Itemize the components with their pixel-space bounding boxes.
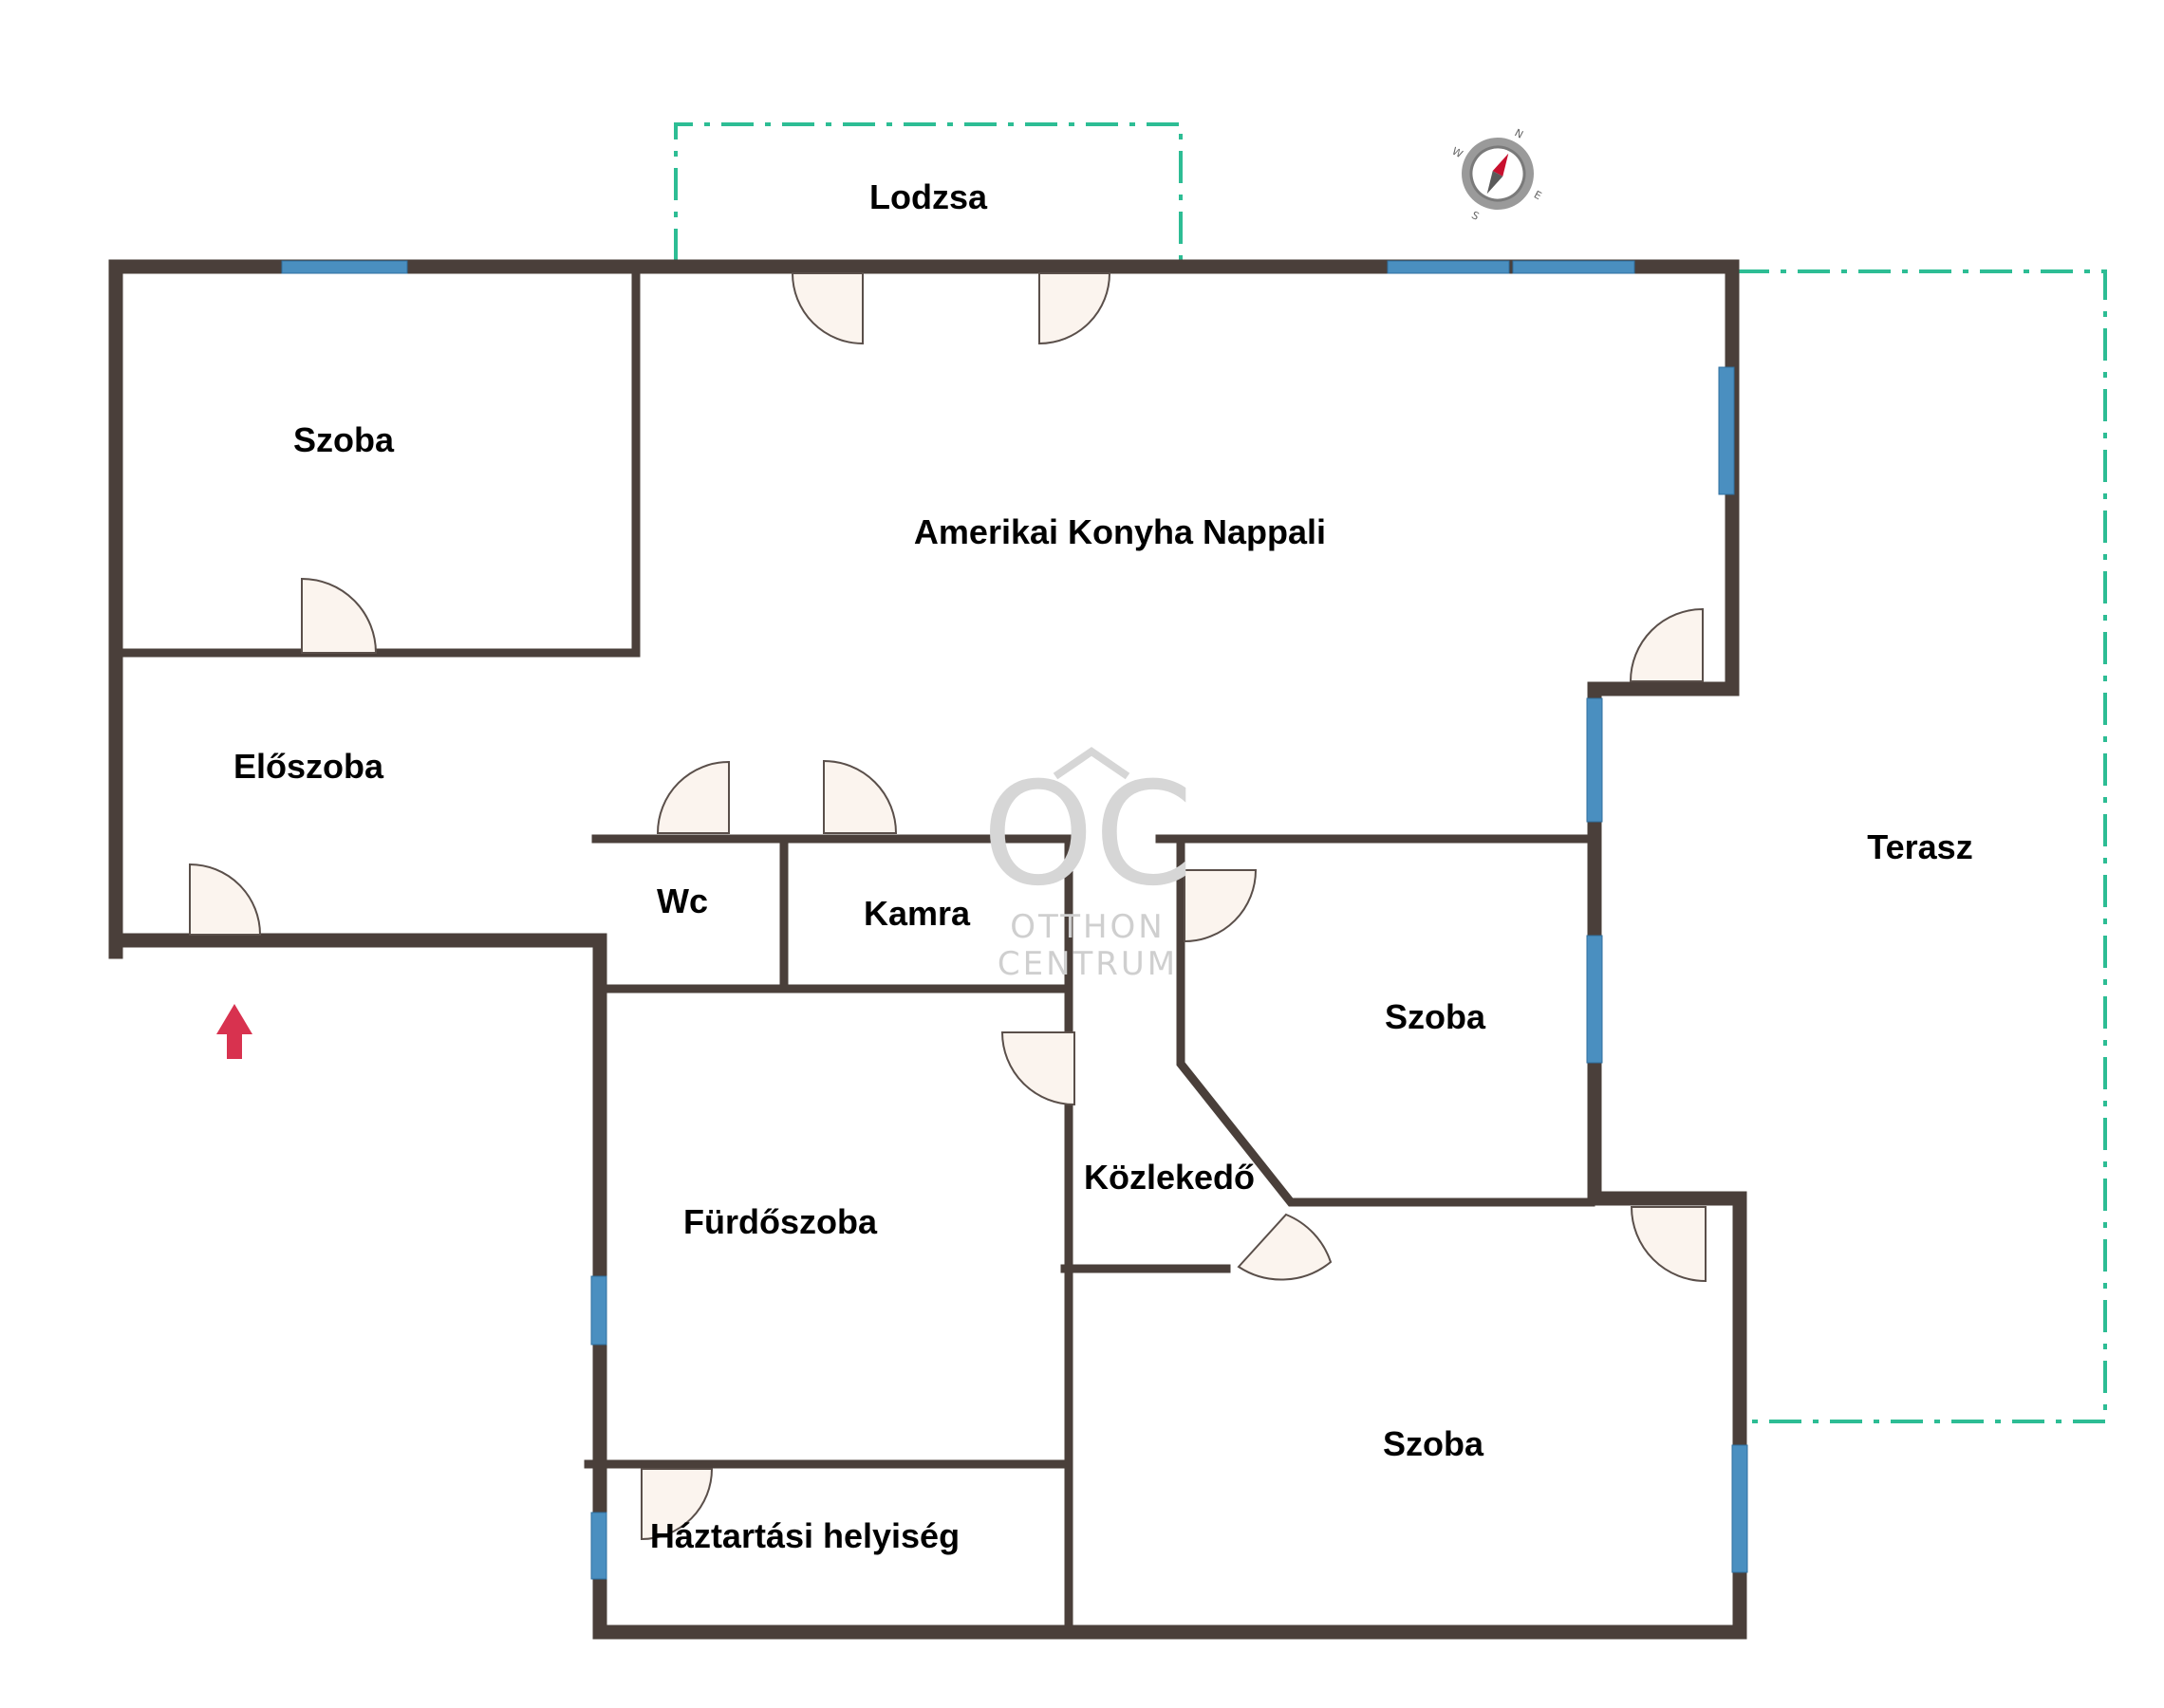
label-furdoszoba: Fürdőszoba <box>683 1202 878 1241</box>
compass-needle-south <box>1486 171 1503 195</box>
windows <box>281 260 1748 1580</box>
door-swing <box>1000 1031 1075 1106</box>
label-wc: Wc <box>657 882 708 920</box>
label-haztartasi: Háztartási helyiség <box>650 1516 960 1555</box>
door-swing <box>1237 1213 1333 1281</box>
watermark-roof-icon <box>1053 747 1130 780</box>
door-swing <box>656 760 730 834</box>
compass-e: E <box>1532 189 1543 203</box>
outer-wall-bath-west <box>592 933 1747 1640</box>
walls <box>108 259 1747 1640</box>
window <box>1718 366 1735 495</box>
wall-szoba-1 <box>117 268 641 658</box>
compass-n: N <box>1513 126 1525 140</box>
door-swing <box>301 577 378 654</box>
compass-w: W <box>1450 145 1465 161</box>
outer-wall-north-west <box>108 259 1740 959</box>
door-swing <box>641 1468 714 1541</box>
lodzsa-outline <box>674 122 1183 261</box>
label-eloszoba: Előszoba <box>233 747 384 786</box>
watermark-line-2: CENTRUM <box>998 945 1178 983</box>
label-kozlekedo: Közlekedő <box>1084 1158 1255 1197</box>
watermark-line-1: OTTHON <box>1010 908 1165 946</box>
label-lodzsa: Lodzsa <box>869 177 988 216</box>
window <box>281 260 408 274</box>
label-szoba-2: Szoba <box>1385 997 1486 1036</box>
window <box>1586 697 1603 823</box>
window <box>590 1512 607 1580</box>
outdoor-areas <box>674 122 2107 1423</box>
compass-needle-north <box>1492 153 1509 176</box>
door-swing <box>1038 272 1111 345</box>
wall-szoba-2-diag <box>1176 834 1595 1207</box>
room-labels: Lodzsa Szoba Amerikai Konyha Nappali Elő… <box>233 177 1973 1555</box>
wall-wc-kamra-top <box>591 834 1073 1637</box>
entrance-arrow-shape <box>216 1004 252 1059</box>
label-nappali: Amerikai Konyha Nappali <box>914 512 1326 551</box>
terasz-outline <box>1737 269 2107 1423</box>
watermark: OC OTTHON CENTRUM <box>982 747 1194 983</box>
label-szoba-3: Szoba <box>1383 1424 1484 1463</box>
window <box>1731 1444 1748 1573</box>
label-terasz: Terasz <box>1867 827 1972 866</box>
door-swing <box>1184 869 1258 943</box>
window <box>1512 260 1635 274</box>
door-swing <box>1630 1206 1707 1283</box>
window <box>1387 260 1510 274</box>
window <box>590 1275 607 1346</box>
label-szoba-1: Szoba <box>293 420 395 459</box>
doors <box>189 272 1707 1541</box>
door-swing <box>823 759 898 834</box>
door-swing <box>1629 607 1704 682</box>
door-swing <box>189 863 262 936</box>
door-swing <box>791 272 864 345</box>
window <box>1586 935 1603 1064</box>
compass-s: S <box>1469 209 1481 223</box>
entrance-arrow-icon <box>216 1004 252 1059</box>
watermark-logo: OC <box>982 752 1194 918</box>
compass-icon: N E S W <box>1450 126 1544 223</box>
label-kamra: Kamra <box>864 894 971 933</box>
